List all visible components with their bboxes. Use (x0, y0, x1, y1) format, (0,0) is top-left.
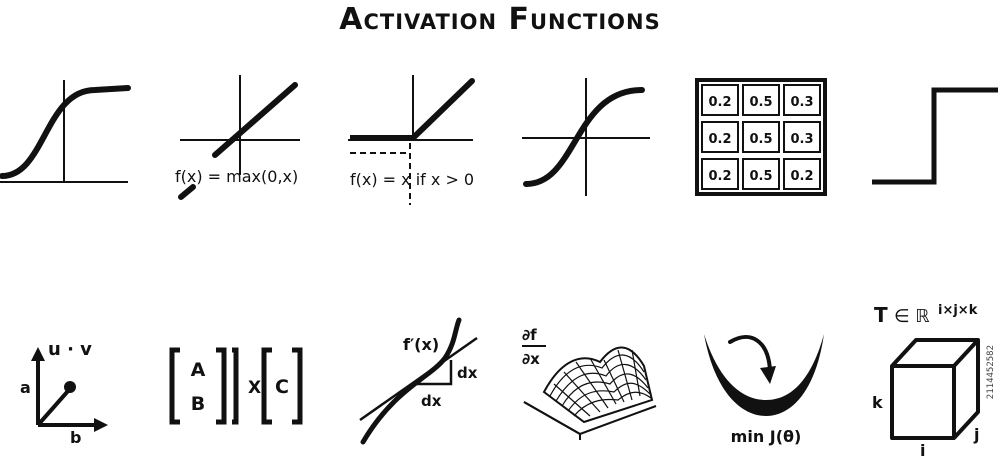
matrix-multiply-icon: A B X C (169, 347, 310, 428)
partial-denominator: ∂x (522, 350, 540, 368)
dot-product-label: u · v (48, 339, 92, 360)
dx-vertical-label: dx (457, 364, 478, 382)
tensor-i-label: i (920, 441, 925, 459)
leaky-relu-icon: f(x) = x if x > 0 (348, 75, 483, 205)
derivative-label: f′(x) (403, 335, 439, 354)
dx-horizontal-label: dx (421, 392, 442, 410)
tanh-icon (522, 78, 652, 198)
loss-minimum-icon: min J(θ) (700, 330, 830, 450)
softmax-matrix-icon: 0.2 0.5 0.3 0.2 0.5 0.3 0.2 0.5 0.2 (695, 78, 827, 196)
page-title: Activation Functions (339, 2, 661, 37)
sigmoid-icon (0, 70, 131, 190)
times-label: X (248, 378, 261, 398)
matrix-cell: 0.3 (790, 95, 813, 110)
matrix-cell: 0.3 (790, 132, 813, 147)
relu-icon: f(x) = max(0,x) (175, 75, 310, 205)
matrix-b-label: B (191, 393, 205, 415)
loss-label: min J(θ) (731, 427, 802, 446)
axis-b-label: b (70, 428, 81, 447)
matrix-cell: 0.5 (749, 169, 772, 184)
matrix-cell: 0.2 (790, 169, 813, 184)
matrix-cell: 0.5 (749, 132, 772, 147)
tensor-cube-icon: T ∈ ℝ i×j×k k i j (866, 300, 1000, 459)
tensor-j-label: j (973, 425, 979, 444)
derivative-icon: f′(x) dx dx (355, 317, 490, 448)
matrix-a-label: A (191, 359, 206, 381)
matrix-cell: 0.2 (708, 95, 731, 110)
tensor-space: ∈ ℝ (894, 306, 930, 327)
axis-a-label: a (20, 378, 31, 397)
tensor-symbol: T (874, 303, 888, 327)
partial-numerator: ∂f (522, 326, 537, 344)
step-function-icon (870, 86, 1000, 186)
matrix-cell: 0.2 (708, 169, 731, 184)
relu-formula: f(x) = max(0,x) (175, 167, 298, 186)
tensor-dimensions: i×j×k (938, 303, 978, 318)
watermark-id: 2114452582 (986, 344, 996, 399)
matrix-cell: 0.5 (749, 95, 772, 110)
partial-derivative-surface-icon: ∂f ∂x (520, 322, 660, 442)
dot-product-icon: u · v a b (18, 335, 118, 447)
leaky-formula: f(x) = x if x > 0 (350, 170, 474, 189)
tensor-k-label: k (872, 393, 883, 412)
matrix-cell: 0.2 (708, 132, 731, 147)
matrix-c-label: C (275, 376, 289, 398)
